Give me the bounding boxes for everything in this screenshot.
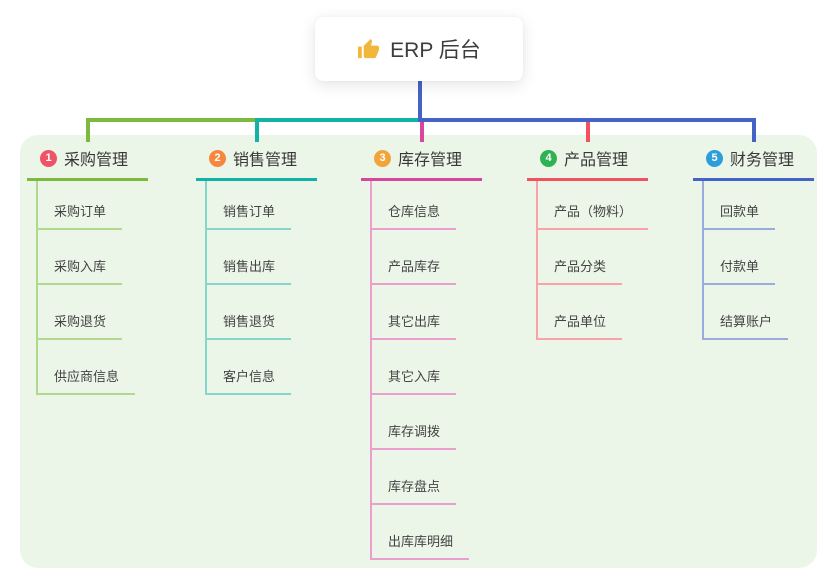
branch-node-5: 5 财务管理 回款单 付款单 结算账户 xyxy=(693,147,814,340)
child-node: 采购入库 xyxy=(36,230,148,285)
child-node-label[interactable]: 库存盘点 xyxy=(372,476,457,505)
thumbs-up-icon xyxy=(358,38,380,58)
child-node: 库存盘点 xyxy=(370,450,482,505)
branch-horizontal-line-5 xyxy=(417,118,756,122)
branch-drop-line-1 xyxy=(85,118,90,142)
child-node: 采购退货 xyxy=(36,285,148,340)
child-node-label[interactable]: 产品单位 xyxy=(538,311,623,340)
root-stem-line xyxy=(417,81,422,122)
child-node: 供应商信息 xyxy=(36,340,148,395)
root-title: ERP 后台 xyxy=(390,39,481,62)
child-node-label[interactable]: 其它入库 xyxy=(372,366,457,395)
branch-title[interactable]: 5 财务管理 xyxy=(693,147,814,181)
child-node: 销售退货 xyxy=(205,285,317,340)
child-node-label[interactable]: 销售退货 xyxy=(207,311,292,340)
branch-title-label: 产品管理 xyxy=(564,152,629,169)
child-node: 库存调拨 xyxy=(370,395,482,450)
branch-children: 产品（物料） 产品分类 产品单位 xyxy=(536,181,649,340)
root-node[interactable]: ERP 后台 xyxy=(315,17,523,81)
branch-children: 销售订单 销售出库 销售退货 客户信息 xyxy=(205,181,317,395)
branch-title-label: 销售管理 xyxy=(233,152,298,169)
child-node: 其它入库 xyxy=(370,340,482,395)
child-node: 产品单位 xyxy=(536,285,648,340)
child-node: 销售订单 xyxy=(205,181,317,230)
branch-drop-line-4 xyxy=(585,118,590,142)
child-node-label[interactable]: 其它出库 xyxy=(372,311,457,340)
child-node-label[interactable]: 库存调拨 xyxy=(372,421,457,450)
child-node-label[interactable]: 回款单 xyxy=(704,201,776,230)
child-node: 付款单 xyxy=(702,230,814,285)
branch-horizontal-line-1 xyxy=(85,118,422,122)
branch-number-badge: 1 xyxy=(40,149,57,167)
branch-number-badge: 3 xyxy=(374,149,391,167)
branch-drop-line-2 xyxy=(254,118,259,142)
child-node-label[interactable]: 产品分类 xyxy=(538,256,623,285)
child-node-label[interactable]: 销售订单 xyxy=(207,201,292,230)
branch-node-3: 3 库存管理 仓库信息 产品库存 其它出库 其它入库 库存调拨 库存盘点 出库库… xyxy=(361,147,482,560)
child-node: 产品分类 xyxy=(536,230,648,285)
branch-number-badge: 2 xyxy=(209,149,226,167)
child-node-label[interactable]: 产品（物料） xyxy=(538,201,649,230)
branch-horizontal-line-2 xyxy=(254,118,422,122)
child-node: 产品库存 xyxy=(370,230,482,285)
branch-children: 仓库信息 产品库存 其它出库 其它入库 库存调拨 库存盘点 出库库明细 xyxy=(370,181,482,560)
child-node-label[interactable]: 采购退货 xyxy=(38,311,123,340)
branch-drop-line-3 xyxy=(419,118,424,142)
child-node-label[interactable]: 销售出库 xyxy=(207,256,292,285)
branch-title-label: 财务管理 xyxy=(730,152,795,169)
child-node: 采购订单 xyxy=(36,181,148,230)
branch-title[interactable]: 1 采购管理 xyxy=(27,147,148,181)
child-node: 结算账户 xyxy=(702,285,814,340)
branch-node-4: 4 产品管理 产品（物料） 产品分类 产品单位 xyxy=(527,147,649,340)
child-node: 客户信息 xyxy=(205,340,317,395)
branch-node-1: 1 采购管理 采购订单 采购入库 采购退货 供应商信息 xyxy=(27,147,148,395)
branches-panel xyxy=(20,135,817,568)
child-node-label[interactable]: 产品库存 xyxy=(372,256,457,285)
child-node: 出库库明细 xyxy=(370,505,482,560)
branch-title-label: 库存管理 xyxy=(398,152,463,169)
branch-number-badge: 4 xyxy=(540,149,557,167)
branch-children: 采购订单 采购入库 采购退货 供应商信息 xyxy=(36,181,148,395)
branch-drop-line-5 xyxy=(751,118,756,142)
branch-title[interactable]: 4 产品管理 xyxy=(527,147,648,181)
child-node: 回款单 xyxy=(702,181,814,230)
branch-title[interactable]: 2 销售管理 xyxy=(196,147,317,181)
branch-node-2: 2 销售管理 销售订单 销售出库 销售退货 客户信息 xyxy=(196,147,317,395)
child-node-label[interactable]: 采购入库 xyxy=(38,256,123,285)
child-node-label[interactable]: 付款单 xyxy=(704,256,776,285)
branch-children: 回款单 付款单 结算账户 xyxy=(702,181,814,340)
child-node-label[interactable]: 客户信息 xyxy=(207,366,292,395)
child-node-label[interactable]: 供应商信息 xyxy=(38,366,136,395)
branch-title-label: 采购管理 xyxy=(64,152,129,169)
child-node-label[interactable]: 出库库明细 xyxy=(372,531,470,560)
child-node: 仓库信息 xyxy=(370,181,482,230)
branch-title[interactable]: 3 库存管理 xyxy=(361,147,482,181)
child-node: 产品（物料） xyxy=(536,181,649,230)
child-node-label[interactable]: 采购订单 xyxy=(38,201,123,230)
branch-number-badge: 5 xyxy=(706,149,723,167)
child-node-label[interactable]: 结算账户 xyxy=(704,311,789,340)
child-node: 其它出库 xyxy=(370,285,482,340)
child-node: 销售出库 xyxy=(205,230,317,285)
child-node-label[interactable]: 仓库信息 xyxy=(372,201,457,230)
